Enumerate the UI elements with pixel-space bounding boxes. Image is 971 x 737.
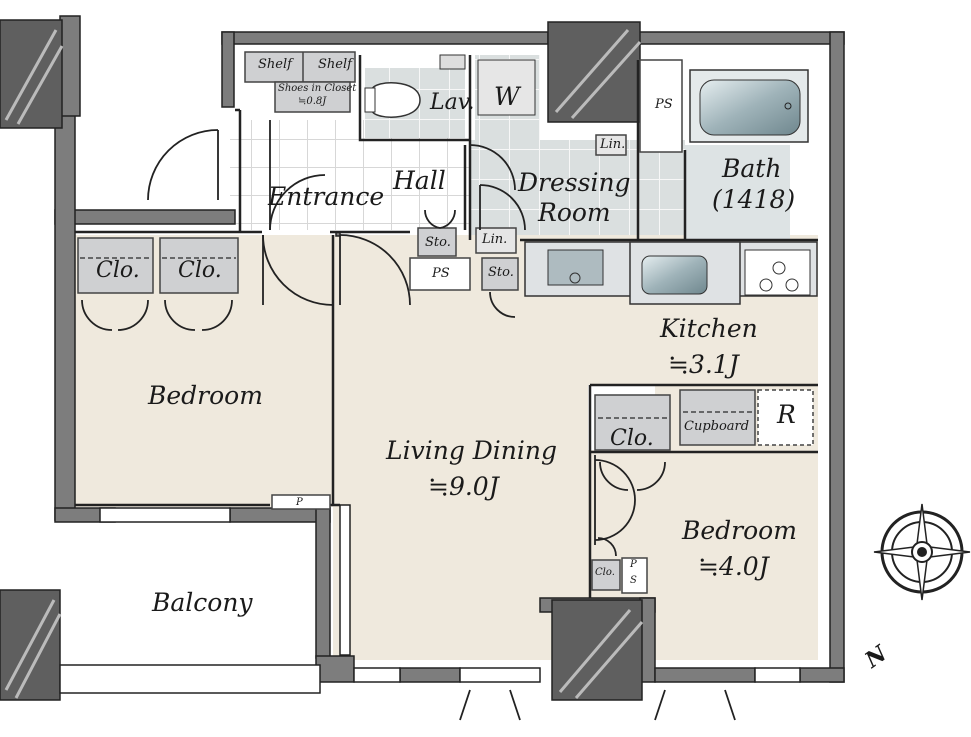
partition-walls (75, 55, 818, 598)
label-cupboard: Cupboard (684, 419, 750, 434)
room-label-lav: Lav. (430, 90, 475, 115)
label-pipe-p: P (296, 497, 303, 508)
label-shoes-closet: Shoes in Closet (278, 83, 357, 94)
room-label-living-dining: Living Dining (386, 436, 558, 465)
room-area-living-dining: ≒9.0J (428, 472, 499, 501)
label-refrigerator: R (777, 400, 796, 429)
label-ps-top: PS (655, 97, 673, 112)
label-shoes-closet-area: ≒0.8J (298, 96, 327, 107)
label-ps-bed-p: P (630, 559, 637, 570)
label-shelf-right: Shelf (318, 57, 352, 72)
room-label-dressing-1: Dressing (518, 168, 631, 197)
label-lin-top: Lin. (600, 137, 626, 152)
label-closet-small: Clo. (595, 567, 615, 578)
label-sto-lower: Sto. (488, 265, 514, 280)
compass-icon (873, 503, 971, 601)
bath-fixtures (364, 54, 809, 143)
room-label-bedroom-right: Bedroom (682, 516, 797, 545)
label-ps-bed-s: S (630, 575, 637, 586)
label-closet-1: Clo. (96, 258, 140, 283)
room-label-bedroom-left: Bedroom (148, 381, 263, 410)
label-sto-hall: Sto. (425, 235, 451, 250)
room-label-bath-size: (1418) (712, 185, 796, 214)
room-label-entrance: Entrance (268, 182, 385, 211)
label-ps-hall: PS (432, 266, 450, 281)
columns (0, 19, 644, 701)
windows (59, 504, 801, 694)
room-label-washer: W (494, 82, 520, 111)
room-label-bath: Bath (722, 154, 782, 183)
label-closet-kitchen: Clo. (610, 426, 654, 451)
label-shelf-left: Shelf (258, 57, 292, 72)
doors (81, 120, 736, 721)
label-lin-hall: Lin. (482, 232, 508, 247)
room-label-kitchen: Kitchen (660, 314, 758, 343)
room-area-bedroom-right: ≒4.0J (698, 552, 769, 581)
room-label-balcony: Balcony (152, 588, 253, 617)
room-label-dressing-2: Room (538, 198, 611, 227)
room-area-kitchen: ≒3.1J (668, 350, 739, 379)
storage-units (77, 51, 814, 594)
kitchen-fixtures (524, 241, 818, 305)
label-closet-2: Clo. (178, 258, 222, 283)
room-label-hall: Hall (393, 166, 446, 195)
